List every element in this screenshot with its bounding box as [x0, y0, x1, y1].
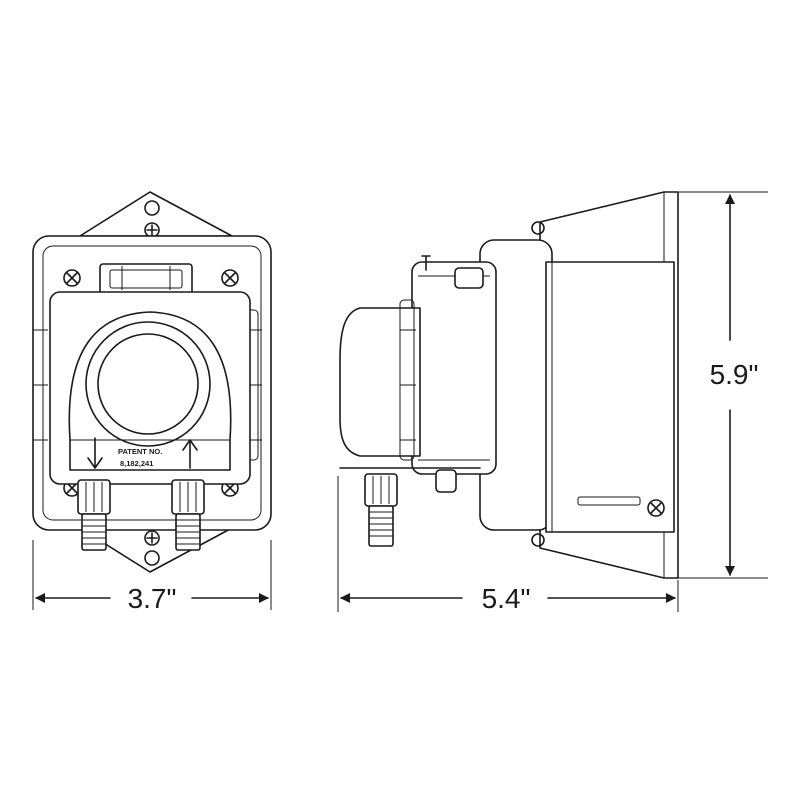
corner-screw-icon	[63, 269, 81, 287]
patent-number: 8,182,241	[120, 459, 153, 468]
top-mount-hole	[144, 200, 160, 216]
width-label: 3.7"	[128, 583, 177, 614]
flange-bolt	[531, 221, 545, 235]
cover-screw-icon	[647, 499, 665, 517]
patent-heading: PATENT NO.	[118, 447, 162, 456]
rotor-housing-ring	[85, 321, 211, 447]
motor-cover	[545, 261, 675, 533]
side-view	[339, 191, 679, 579]
pump-head-side	[411, 261, 497, 475]
bottom-tab-screw-icon	[144, 530, 160, 546]
outlet-fitting	[171, 479, 205, 551]
depth-label: 5.4"	[482, 583, 531, 614]
front-housing-inner	[42, 245, 262, 521]
down-arrow-icon	[87, 437, 103, 469]
depth-dimension: 5.4"	[337, 476, 679, 614]
rotor-window	[97, 333, 199, 435]
side-fitting	[364, 473, 398, 547]
up-arrow-icon	[182, 439, 198, 469]
height-dimension: 5.9"	[668, 191, 768, 579]
top-pin	[421, 255, 431, 271]
left-ribs	[33, 329, 48, 441]
width-dimension: 3.7"	[32, 540, 272, 614]
corner-screw-icon	[221, 269, 239, 287]
top-latch	[99, 263, 193, 295]
cover-slot	[577, 496, 641, 506]
top-tab-screw-icon	[144, 222, 160, 238]
height-label: 5.9"	[710, 359, 759, 390]
front-view: PATENT NO. 8,182,241	[32, 191, 272, 573]
flange-bolt	[531, 533, 545, 547]
bottom-mount-hole	[144, 550, 160, 566]
inlet-fitting	[77, 479, 111, 551]
